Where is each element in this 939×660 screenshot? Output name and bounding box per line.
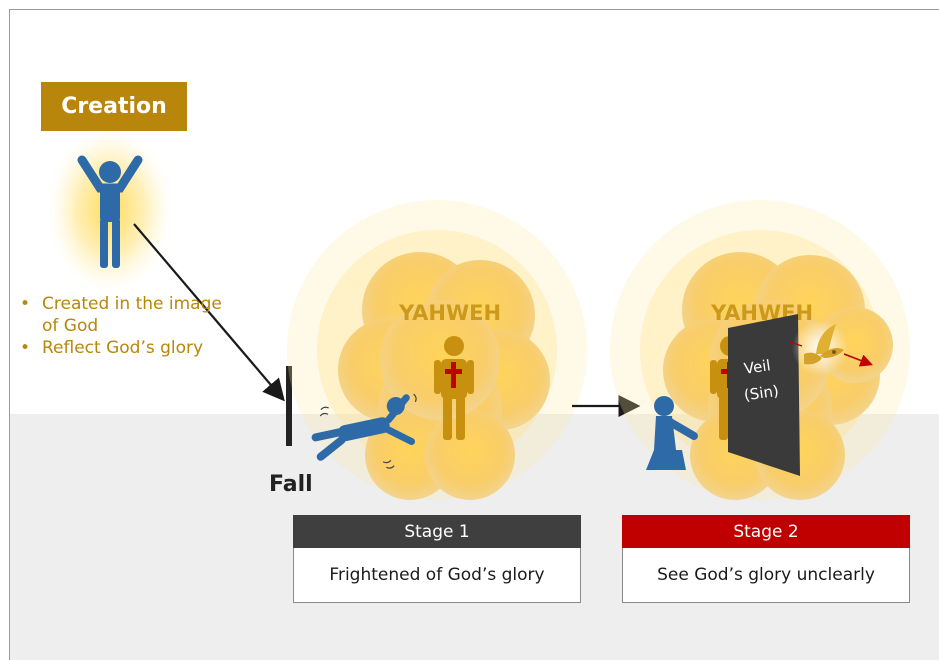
stage-1-card: Stage 1 Frightened of God’s glory: [293, 515, 581, 603]
god-figure-icon: [434, 336, 474, 440]
dove-icon: [789, 320, 873, 376]
fall-label: Fall: [269, 472, 313, 497]
slide: YAHWEH: [9, 9, 939, 660]
stage-2-description: See God’s glory unclearly: [622, 548, 910, 603]
person-arms-raised-icon: [48, 128, 172, 292]
diagram-art: YAHWEH: [48, 128, 910, 500]
veil-sublabel: (Sin): [743, 382, 780, 405]
veil-label: Veil: [743, 356, 772, 378]
creation-point: Created in the image of God: [20, 293, 242, 337]
stage-2-card: Stage 2 See God’s glory unclearly: [622, 515, 910, 603]
stage-1-description: Frightened of God’s glory: [293, 548, 581, 603]
creation-points-list: Created in the image of God Reflect God’…: [20, 293, 242, 359]
veil: Veil (Sin): [728, 314, 800, 476]
fallen-person-icon: [311, 393, 417, 469]
stage-2-title: Stage 2: [622, 515, 910, 548]
cross-icon: [445, 362, 462, 388]
creation-point: Reflect God’s glory: [20, 337, 242, 359]
stage-1-title: Stage 1: [293, 515, 581, 548]
glory-cloud-1: YAHWEH: [287, 200, 587, 500]
cloud-1-label: YAHWEH: [398, 301, 501, 325]
creation-badge: Creation: [41, 82, 187, 131]
barrier-icon: [286, 366, 292, 446]
kneeling-person-icon: [646, 396, 698, 470]
